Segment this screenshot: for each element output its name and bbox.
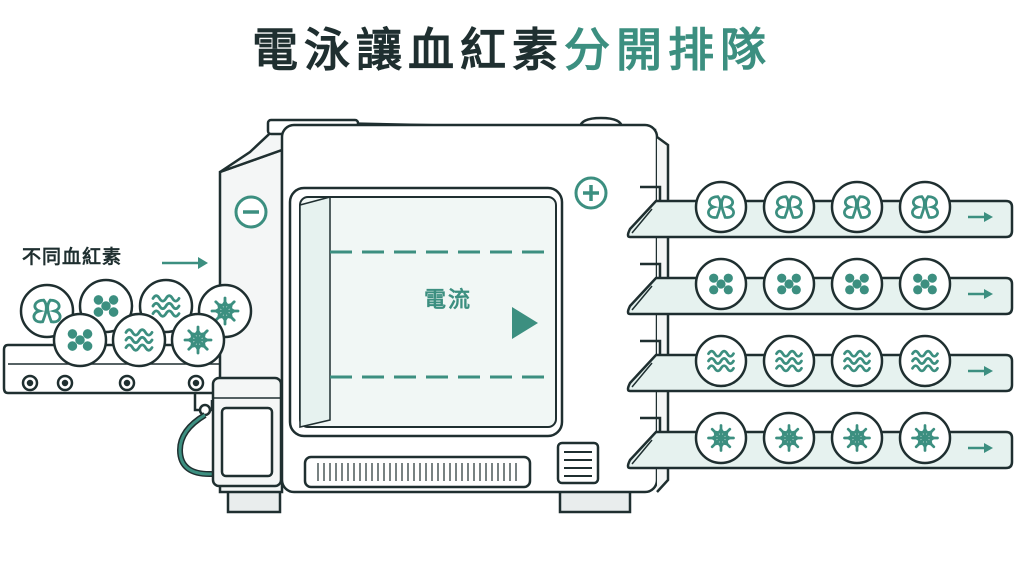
snowflake-icon [210, 296, 240, 326]
particle-waves-5 [111, 312, 167, 368]
particle-waves-11 [898, 334, 952, 388]
particle-dots-4 [52, 312, 108, 368]
tray-arrow-4 [968, 443, 993, 453]
loops-icon [843, 195, 871, 219]
particle-snowflake-12 [694, 411, 748, 465]
output-tray-2 [626, 257, 1014, 316]
particle-loops-2 [830, 180, 884, 234]
tray-arrow-1 [968, 212, 993, 222]
particle-waves-8 [694, 334, 748, 388]
loops-icon [32, 298, 62, 324]
dots-icon [777, 273, 801, 295]
current-label: 電流 [423, 288, 472, 313]
particle-dots-7 [898, 257, 952, 311]
particle-snowflake-14 [830, 411, 884, 465]
dots-icon [67, 329, 93, 351]
particle-loops-0 [694, 180, 748, 234]
loops-icon [911, 195, 939, 219]
output-tray-1 [626, 180, 1014, 239]
particle-snowflake-6 [170, 312, 226, 368]
loops-icon [775, 195, 803, 219]
waves-icon [707, 349, 735, 373]
negative-electrode [234, 195, 268, 229]
title-main: 電泳讓血紅素 [252, 23, 564, 77]
current-arrowhead [512, 307, 538, 339]
dots-icon [845, 273, 869, 295]
dots-icon [709, 273, 733, 295]
snowflake-icon [911, 424, 939, 452]
output-trays [626, 180, 1014, 470]
dots-icon [93, 295, 119, 317]
input-conveyor [2, 343, 224, 417]
loops-icon [707, 195, 735, 219]
input-particles [19, 278, 253, 368]
waves-icon [775, 349, 803, 373]
title-accent: 分開排隊 [564, 23, 772, 77]
snowflake-icon [843, 424, 871, 452]
particle-waves-10 [830, 334, 884, 388]
input-arrow [162, 257, 208, 269]
positive-electrode [574, 176, 608, 210]
particle-dots-6 [830, 257, 884, 311]
waves-icon [911, 349, 939, 373]
waves-icon [151, 294, 181, 318]
particle-snowflake-13 [762, 411, 816, 465]
particle-loops-3 [898, 180, 952, 234]
output-tray-3 [626, 334, 1014, 393]
particle-dots-4 [694, 257, 748, 311]
snowflake-icon [775, 424, 803, 452]
bottom-vent-grill [317, 463, 517, 481]
dots-icon [913, 273, 937, 295]
waves-icon [843, 349, 871, 373]
snowflake-icon [183, 325, 213, 355]
waves-icon [124, 328, 154, 352]
machine-feet [226, 488, 632, 514]
page-title: 電泳讓血紅素分開排隊 [0, 22, 1024, 78]
output-tray-4 [626, 411, 1014, 470]
tray-arrow-3 [968, 366, 993, 376]
particle-snowflake-15 [898, 411, 952, 465]
snowflake-icon [707, 424, 735, 452]
input-label: 不同血紅素 [22, 246, 123, 268]
tray-arrow-2 [968, 289, 993, 299]
particle-loops-1 [762, 180, 816, 234]
particle-waves-9 [762, 334, 816, 388]
gel-window [288, 186, 564, 438]
particle-dots-5 [762, 257, 816, 311]
